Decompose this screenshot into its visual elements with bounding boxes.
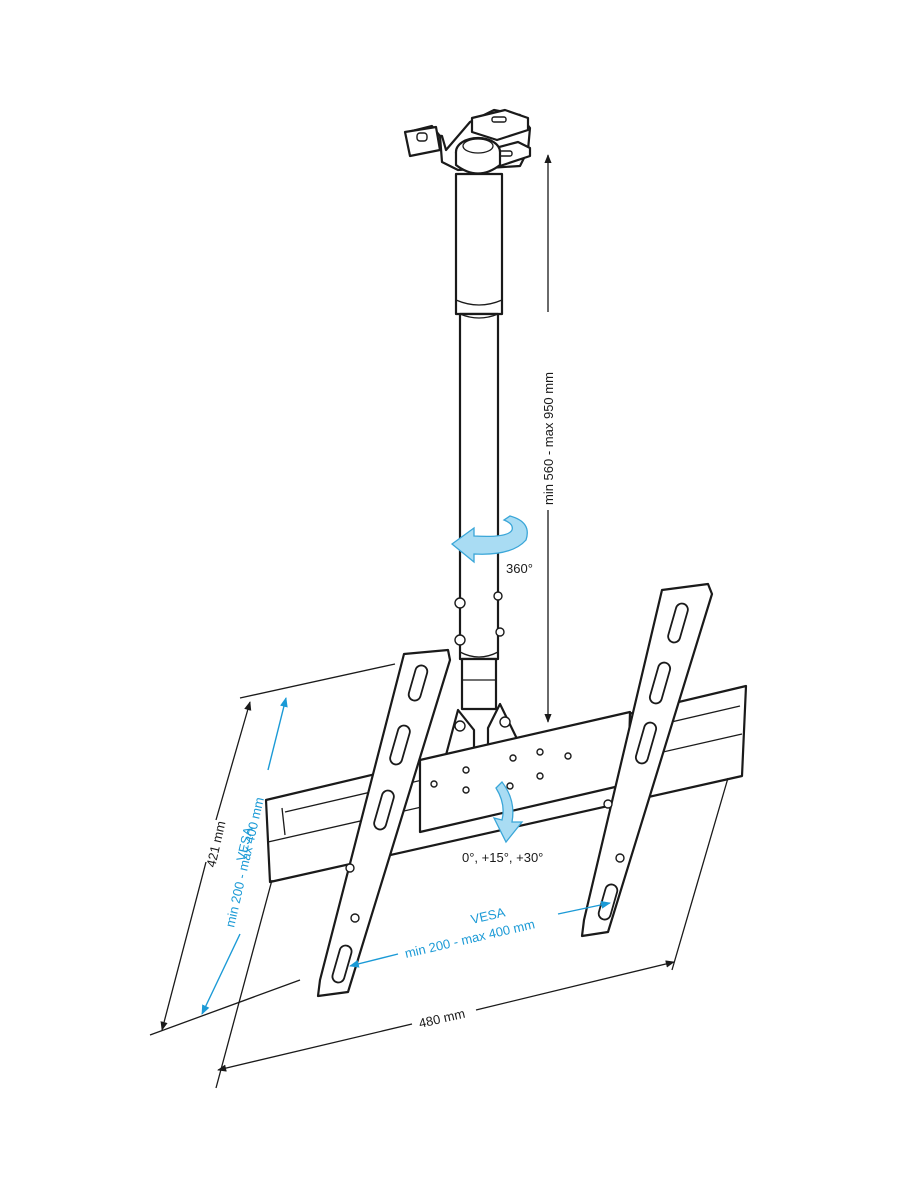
height-range-label: min 560 - max 950 mm [541, 372, 556, 505]
vesa-vertical-range: min 200 - max 400 mm [222, 796, 267, 929]
height-dimension: min 560 - max 950 mm [541, 154, 556, 723]
height-421-label: 421 mm [203, 820, 228, 869]
width-480-label: 480 mm [417, 1006, 466, 1031]
vesa-horizontal-range: min 200 - max 400 mm [403, 916, 536, 961]
telescopic-pole [444, 172, 522, 757]
right-vertical-arm [580, 582, 714, 938]
vesa-horizontal-dimension: VESA min 200 - max 400 mm [349, 900, 611, 968]
rotation-label: 360° [506, 561, 533, 576]
left-vertical-arm [316, 648, 452, 998]
tilt-arrow-icon [492, 781, 524, 844]
tilt-label: 0°, +15°, +30° [462, 850, 543, 865]
ceiling-bracket [403, 108, 532, 175]
rotation-arrow-icon [450, 515, 528, 564]
dimension-480: 480 mm [215, 777, 729, 1089]
